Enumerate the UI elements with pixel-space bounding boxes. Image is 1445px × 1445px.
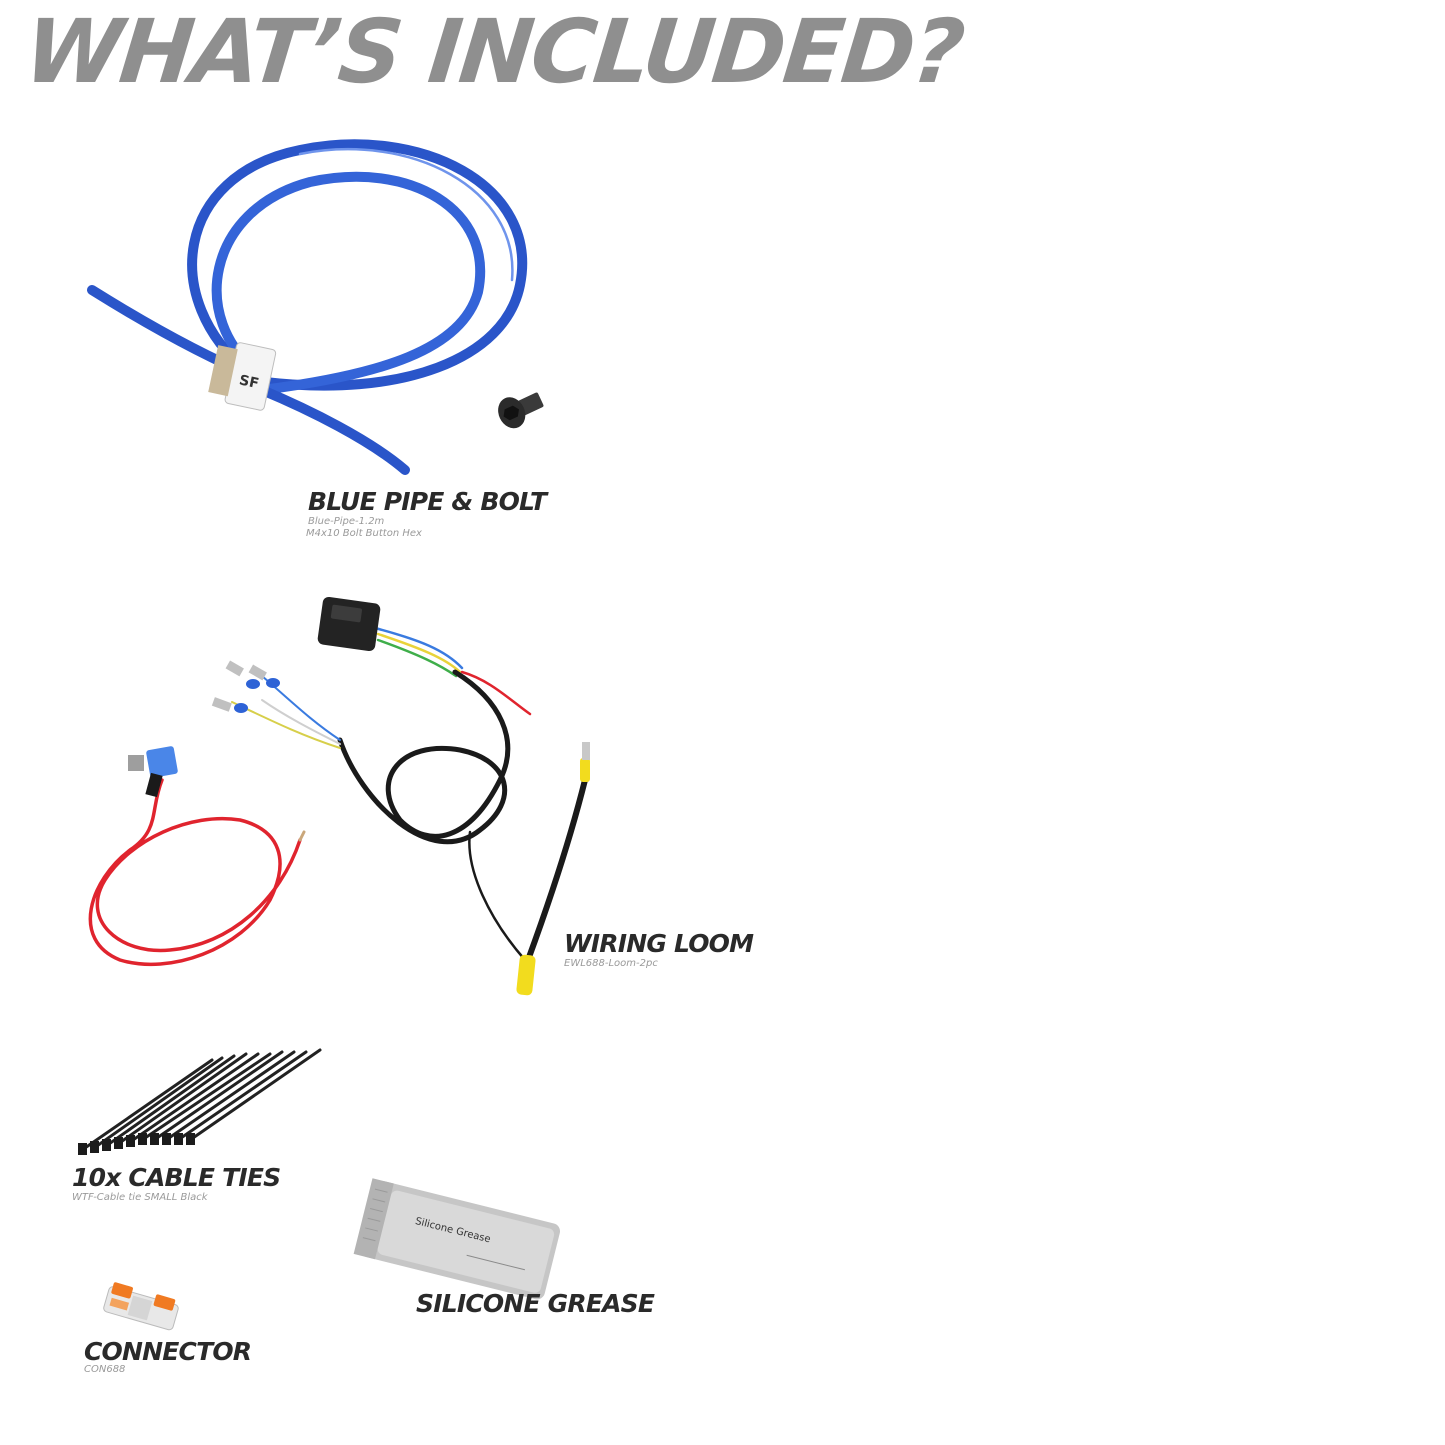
cable-ties-title: 10x CABLE TIES: [72, 1163, 281, 1192]
bolt-sku: M4x10 Bolt Button Hex: [306, 528, 422, 539]
silicone-grease-title: SILICONE GREASE: [416, 1289, 655, 1318]
connector-title: CONNECTOR: [84, 1337, 252, 1366]
blue-pipe-title: BLUE PIPE & BOLT: [308, 487, 547, 516]
svg-text:SF: SF: [238, 372, 261, 392]
cable-ties-sku: WTF-Cable tie SMALL Black: [72, 1192, 208, 1203]
blue-pipe-sku: Blue-Pipe-1.2m: [308, 516, 385, 527]
wiring-loom-title: WIRING LOOM: [564, 929, 754, 958]
connector-sku: CON688: [84, 1364, 126, 1375]
wiring-loom-sku: EWL688-Loom-2pc: [564, 958, 658, 969]
